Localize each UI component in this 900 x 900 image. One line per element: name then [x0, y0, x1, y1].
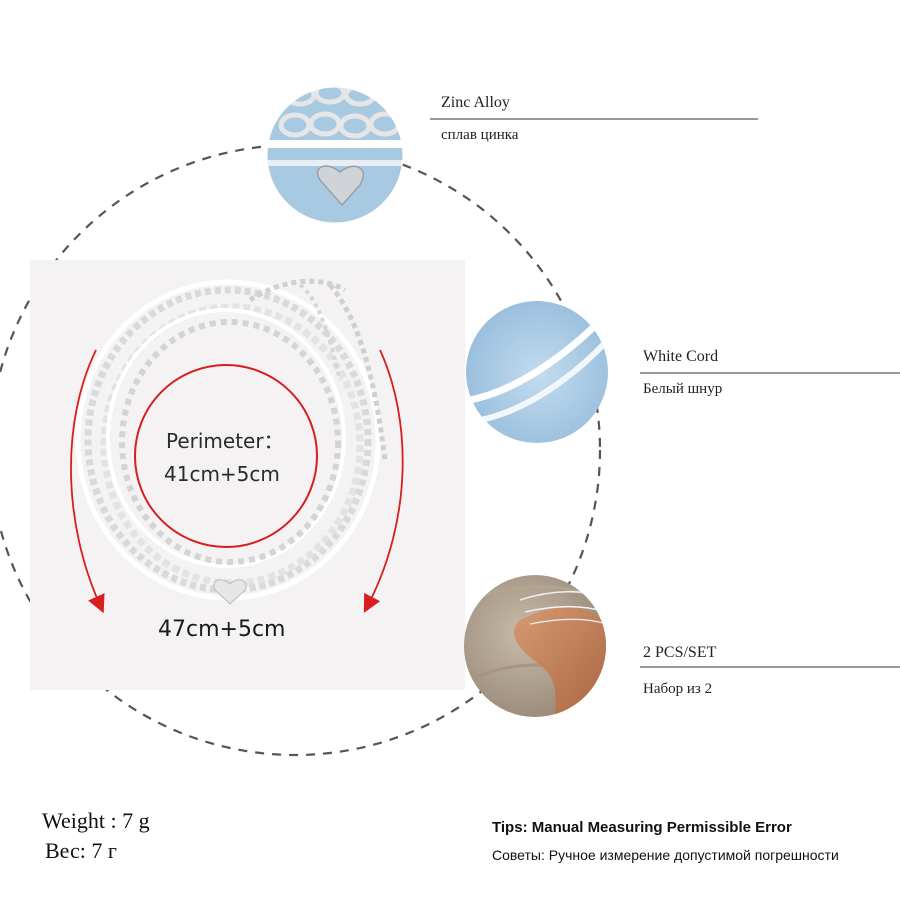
weight-label: Weight : 7 g: [42, 808, 150, 833]
right-curved-arrow: [363, 349, 404, 613]
tips-label-ru: Советы: Ручное измерение допустимой погр…: [492, 847, 839, 863]
set-count-label-ru: Набор из 2: [643, 681, 713, 697]
weight-label-ru: Вес: 7 г: [45, 838, 117, 863]
product-panel: [30, 260, 465, 690]
anklet-product-illustration: [75, 278, 388, 605]
zinc-alloy-detail-image: [267, 87, 403, 223]
inner-size-value: 41cm+5cm: [164, 462, 280, 486]
white-cord-label-ru: Белый шнур: [643, 381, 723, 397]
perimeter-inner-circle: [134, 364, 318, 548]
zinc-alloy-label: Zinc Alloy: [441, 94, 510, 111]
perimeter-label: Perimeter：: [166, 429, 284, 453]
tips-label: Tips: Manual Measuring Permissible Error: [492, 819, 792, 836]
set-count-label: 2 PCS/SET: [643, 644, 717, 661]
white-cord-detail-image: [466, 301, 608, 443]
anklet-on-foot-image: [464, 575, 606, 717]
outer-size-value: 47cm+5cm: [158, 617, 286, 642]
white-cord-label: White Cord: [643, 348, 719, 365]
zinc-alloy-label-ru: сплав цинка: [441, 127, 519, 143]
left-curved-arrow: [70, 349, 105, 614]
